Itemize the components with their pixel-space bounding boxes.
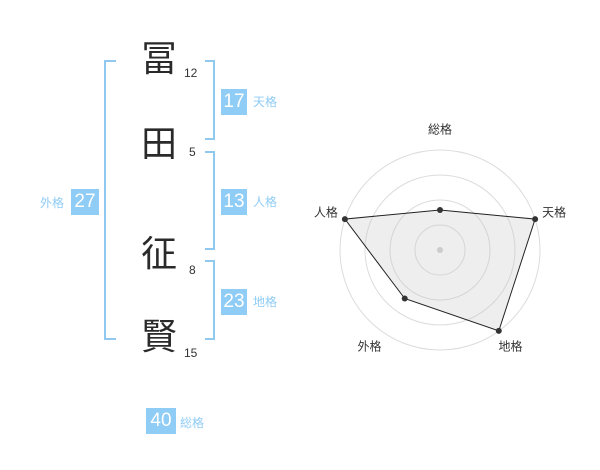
radar-grid xyxy=(339,149,541,351)
jinkaku-value: 13 xyxy=(221,189,247,215)
radar-point-4 xyxy=(401,295,408,302)
jinkaku-label: 人格 xyxy=(253,195,278,209)
name-char-2: 田 xyxy=(141,124,178,165)
radar-area xyxy=(343,209,536,332)
radar-axis-label-2: 天格 xyxy=(542,204,566,219)
stroke-count-4: 15 xyxy=(184,346,198,360)
gaikaku-value: 27 xyxy=(71,189,99,215)
tenkaku-bracket xyxy=(205,60,215,140)
chikaku-value: 23 xyxy=(221,289,247,315)
chikaku-bracket xyxy=(205,260,215,340)
radar-ring xyxy=(339,149,541,351)
tenkaku-value: 17 xyxy=(221,89,247,115)
radar-axis-label-4: 外格 xyxy=(357,339,381,354)
radar-ring xyxy=(364,174,516,326)
name-char-3: 征 xyxy=(141,234,178,275)
jinkaku-bracket xyxy=(205,151,215,250)
name-char-1: 冨 xyxy=(141,39,178,80)
chikaku-label: 地格 xyxy=(253,295,278,309)
radar-axis-label-5: 人格 xyxy=(314,204,338,219)
radar-axis-label-3: 地格 xyxy=(499,339,523,354)
radar-point-5 xyxy=(341,216,348,223)
radar-ring xyxy=(389,199,491,301)
radar-point-1 xyxy=(437,207,443,213)
gaikaku-bracket xyxy=(104,60,116,340)
radar-point-2 xyxy=(532,216,539,223)
radar-center-dot xyxy=(437,247,443,253)
tenkaku-label: 天格 xyxy=(253,95,278,109)
radar-axis-label-1: 総格 xyxy=(428,122,452,137)
radar-ring xyxy=(414,224,466,276)
stroke-count-3: 8 xyxy=(189,263,196,277)
name-char-4: 賢 xyxy=(141,317,178,358)
radar-point-3 xyxy=(495,327,502,334)
soukaku-label: 総格 xyxy=(180,416,205,430)
stroke-count-1: 12 xyxy=(184,66,198,80)
stroke-count-2: 5 xyxy=(189,145,196,159)
gaikaku-label: 外格 xyxy=(40,196,65,210)
soukaku-value: 40 xyxy=(146,408,176,434)
